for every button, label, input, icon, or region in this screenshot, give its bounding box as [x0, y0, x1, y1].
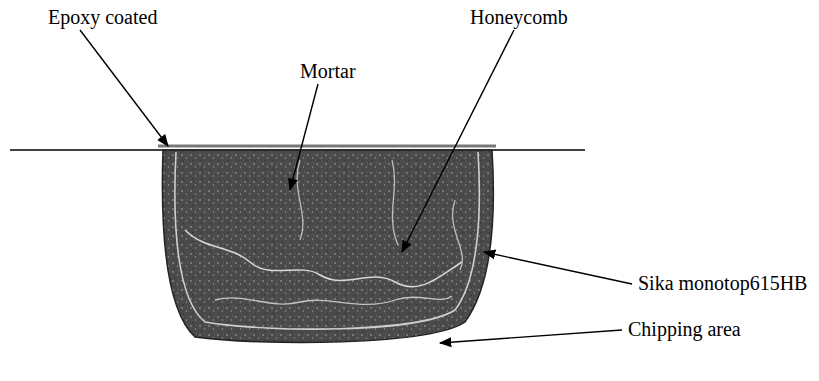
leader-line — [290, 84, 318, 190]
part-label: Chipping area — [628, 318, 741, 340]
leader-line — [484, 252, 632, 284]
part-label: Epoxy coated — [48, 6, 157, 28]
part-label: Mortar — [300, 60, 356, 82]
part-label: Honeycomb — [470, 6, 568, 28]
leader-line — [440, 330, 622, 343]
honeycomb-line — [185, 230, 462, 287]
honeycomb-line — [215, 296, 452, 304]
part-label: Sika monotop615HB — [638, 272, 807, 294]
leader-line — [402, 30, 514, 252]
leader-lines — [80, 30, 632, 343]
epoxy-coat — [158, 145, 496, 148]
patch-bowl — [162, 150, 493, 343]
honeycomb-line — [297, 160, 462, 270]
leader-line — [80, 30, 168, 146]
sika-layer-line — [175, 152, 479, 329]
